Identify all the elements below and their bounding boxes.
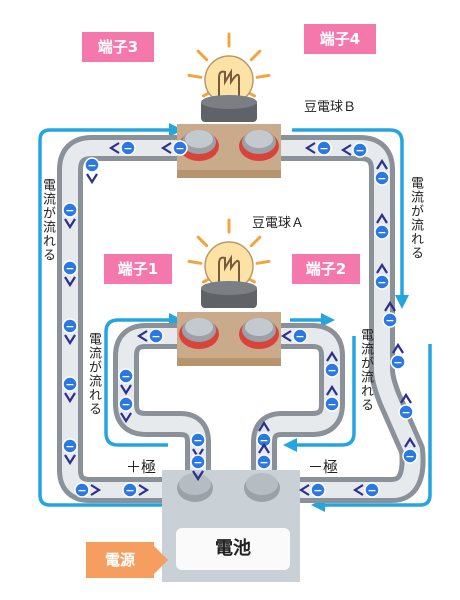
svg-text:−: − (87, 159, 96, 172)
electron-20: − (352, 482, 380, 498)
electron-24: − (118, 396, 134, 424)
svg-text:−: − (121, 370, 130, 383)
electron-17: − (390, 342, 406, 370)
svg-text:−: − (295, 330, 304, 343)
electron-1: − (108, 140, 136, 156)
electron-30: − (256, 420, 272, 448)
bulb-b-label: 豆電球Ｂ (304, 100, 357, 115)
bulb-a (177, 218, 281, 366)
svg-text:−: − (377, 276, 386, 289)
svg-text:−: − (259, 434, 268, 447)
flow-outer-right-lower (311, 344, 432, 512)
svg-text:−: − (319, 142, 328, 155)
electron-18: − (398, 392, 414, 420)
current-label-left-outer: 電流が流れる (40, 178, 55, 262)
svg-text:−: − (125, 484, 134, 497)
svg-text:−: − (401, 406, 410, 419)
svg-text:−: − (151, 330, 160, 343)
electron-28: − (324, 350, 340, 378)
bulb-a-label: 豆電球Ａ (252, 216, 305, 231)
svg-text:−: − (65, 378, 74, 391)
inner-wire-left (113, 323, 211, 493)
flow-inner-right-lower (283, 336, 356, 452)
svg-text:−: − (367, 484, 376, 497)
current-flow-arrows (38, 123, 432, 512)
electron-11: − (304, 140, 332, 156)
terminal-4-tag: 端子4 (304, 24, 376, 54)
electron-10: − (122, 482, 150, 498)
svg-text:−: − (175, 142, 184, 155)
electron-8: − (62, 438, 78, 466)
svg-text:−: − (65, 440, 74, 453)
svg-text:−: − (405, 450, 414, 463)
current-label-right-inner: 電流が流れる (358, 328, 373, 412)
electron-7: − (62, 376, 78, 404)
electron-15: − (374, 262, 390, 290)
terminal-3-tag: 端子3 (82, 32, 154, 62)
electron-26: − (190, 454, 206, 482)
svg-text:−: − (77, 484, 86, 497)
svg-text:−: − (193, 434, 202, 447)
electron-13: − (374, 158, 390, 186)
svg-text:−: − (327, 364, 336, 377)
electron-23: − (118, 368, 134, 396)
electron-3: − (84, 157, 100, 185)
electron-6: − (62, 318, 78, 346)
electron-27: − (280, 328, 308, 344)
bulb-b (177, 32, 281, 178)
power-source-tag: 電源 (86, 542, 154, 578)
bulbs (177, 32, 281, 366)
electron-2: − (160, 140, 188, 156)
minus-pole-label: －極 (308, 458, 339, 476)
electron-29: − (324, 384, 340, 412)
power-source-pointer (154, 546, 168, 574)
svg-text:−: − (65, 262, 74, 275)
svg-text:−: − (393, 356, 402, 369)
electron-14: − (374, 212, 390, 240)
svg-text:−: − (65, 204, 74, 217)
electron-31: − (256, 442, 272, 470)
svg-text:−: − (123, 142, 132, 155)
electron-12: − (340, 142, 368, 158)
svg-text:−: − (121, 398, 130, 411)
current-label-right-outer: 電流が流れる (408, 176, 423, 260)
electron-4: − (62, 202, 78, 230)
terminal-1-tag: 端子1 (104, 254, 172, 284)
electron-16: − (382, 300, 398, 328)
svg-text:−: − (377, 226, 386, 239)
terminal-2-tag: 端子2 (292, 254, 360, 284)
svg-text:−: − (259, 456, 268, 469)
svg-text:−: − (355, 144, 364, 157)
battery-label: 電池 (176, 528, 290, 570)
electron-5: − (62, 260, 78, 288)
outer-wire-right (245, 135, 426, 503)
electrons: − − − − − − − − − − − − − − − − − − − − − − − − − − − − − − − (62, 140, 418, 498)
plus-pole-label: ＋極 (126, 458, 157, 476)
electron-22: − (136, 328, 164, 344)
flow-inner-left (104, 313, 183, 447)
electron-25: − (190, 432, 206, 460)
svg-text:−: − (193, 456, 202, 469)
svg-text:−: − (385, 314, 394, 327)
electron-9: − (74, 482, 102, 498)
flow-outer-right (292, 128, 409, 309)
current-label-left-inner: 電流が流れる (86, 332, 101, 416)
electron-21: − (298, 482, 326, 498)
flow-outer-left (38, 123, 183, 507)
svg-text:−: − (65, 320, 74, 333)
svg-text:−: − (313, 484, 322, 497)
svg-text:−: − (327, 398, 336, 411)
electron-19: − (402, 436, 418, 464)
svg-text:−: − (377, 172, 386, 185)
